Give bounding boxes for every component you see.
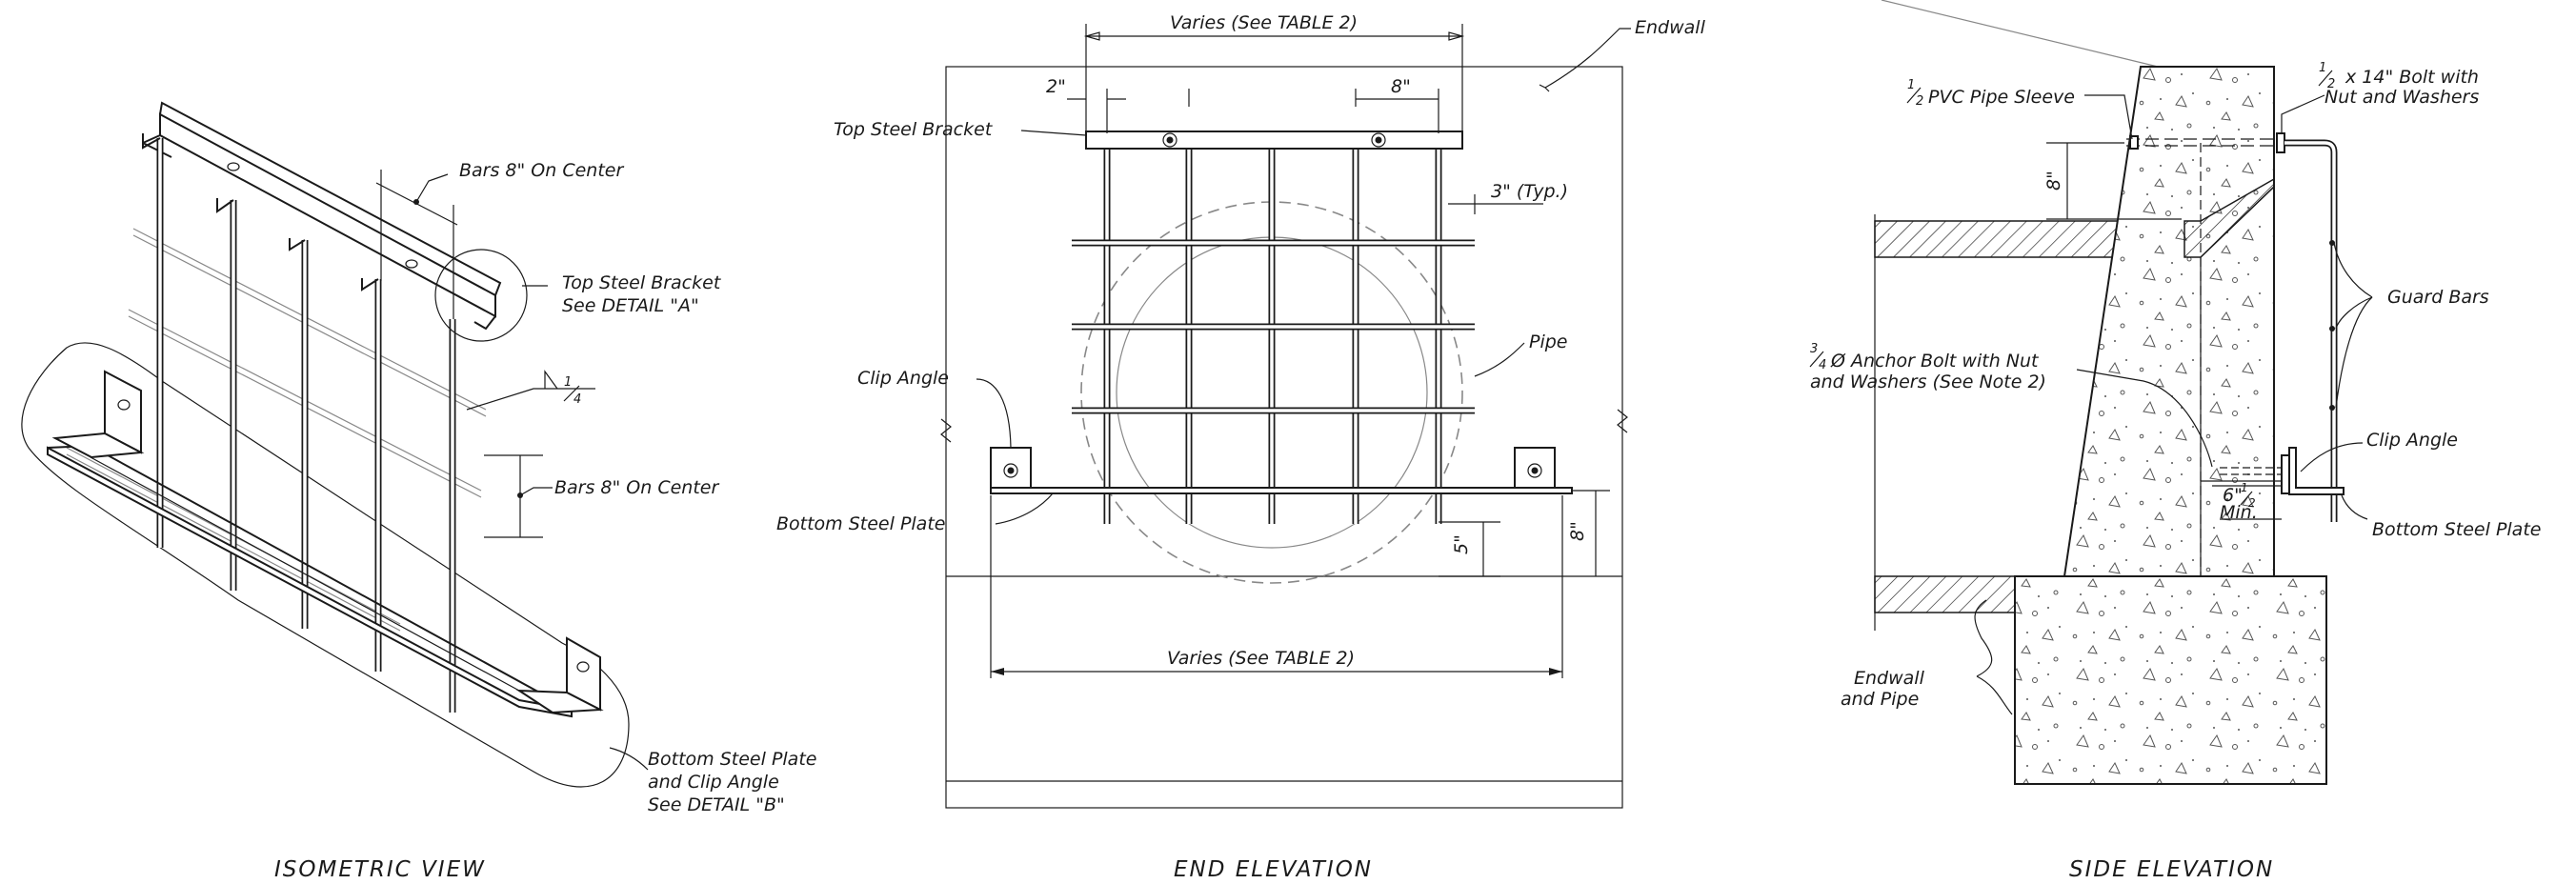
end-bottom-plate bbox=[990, 487, 1573, 494]
label-end-top-bracket: Top Steel Bracket bbox=[834, 119, 994, 140]
label-half-den-1: 2 bbox=[1916, 94, 1923, 109]
label-guard-bars: Guard Bars bbox=[2387, 287, 2489, 308]
end-elevation-title: END ELEVATION bbox=[1174, 857, 1373, 882]
isometric-view-title: ISOMETRIC VIEW bbox=[274, 857, 486, 882]
label-half-num-3: 1 bbox=[2241, 481, 2248, 494]
dim-2-and-8 bbox=[1067, 89, 1439, 133]
label-end-clip-angle: Clip Angle bbox=[857, 368, 949, 389]
label-bottom-1: Bottom Steel Plate bbox=[648, 749, 816, 770]
dim-8-vertical bbox=[1572, 490, 1610, 576]
label-bolt-1: x 14" Bolt with bbox=[2345, 67, 2479, 88]
dim-3-typ bbox=[1448, 194, 1543, 214]
end-guard-verticals bbox=[1103, 143, 1442, 524]
bottom-steel-plate bbox=[47, 370, 604, 718]
dim-varies-top bbox=[1083, 24, 1465, 133]
label-top-bracket-2: See DETAIL "A" bbox=[562, 295, 699, 316]
top-steel-bracket bbox=[142, 101, 502, 331]
label-side-bottom-plate: Bottom Steel Plate bbox=[2372, 519, 2541, 540]
label-dim-8: 8" bbox=[1391, 76, 1411, 97]
side-dim-8 bbox=[2046, 142, 2182, 220]
side-headwall bbox=[2063, 66, 2275, 577]
label-dim-8-vertical: 8" bbox=[1567, 521, 1588, 541]
label-pipe: Pipe bbox=[1529, 332, 1568, 352]
label-anchor-2: and Washers (See Note 2) bbox=[1810, 372, 2046, 392]
label-half-num-2: 1 bbox=[2319, 61, 2326, 75]
label-side-dim-6: 6" bbox=[2223, 485, 2243, 506]
label-weld-num: 1 bbox=[564, 375, 572, 390]
end-top-bracket bbox=[1085, 131, 1463, 150]
label-side-clip-angle: Clip Angle bbox=[2366, 430, 2458, 451]
end-guard-horizontals bbox=[1072, 239, 1475, 414]
label-side-min: Min. bbox=[2220, 502, 2258, 523]
detail-b-leader bbox=[609, 747, 649, 771]
label-bottom-2: and Clip Angle bbox=[648, 772, 779, 793]
label-side-dim-8: 8" bbox=[2043, 171, 2064, 191]
dim-5 bbox=[1439, 521, 1500, 577]
label-3q-den: 4 bbox=[1819, 358, 1826, 372]
label-pvc-sleeve: PVC Pipe Sleeve bbox=[1928, 87, 2075, 108]
detail-a-callout-circle bbox=[434, 249, 528, 342]
bars-spacing-upper-dim bbox=[375, 170, 458, 319]
weld-symbol bbox=[466, 370, 595, 411]
label-bottom-3: See DETAIL "B" bbox=[648, 794, 785, 815]
label-bars-lower: Bars 8" On Center bbox=[554, 477, 719, 498]
label-endwall-2: and Pipe bbox=[1841, 689, 1919, 710]
end-elevation-view: Varies (See TABLE 2) Endwall 2" 8" Top S… bbox=[776, 12, 1706, 882]
label-varies-top: Varies (See TABLE 2) bbox=[1170, 12, 1358, 33]
label-end-bottom-plate: Bottom Steel Plate bbox=[776, 513, 945, 534]
label-endwall: Endwall bbox=[1635, 17, 1706, 38]
endwall-outline bbox=[945, 66, 1623, 809]
label-dim-2: 2" bbox=[1046, 76, 1066, 97]
label-dim-5: 5" bbox=[1451, 534, 1472, 554]
side-footing bbox=[2014, 575, 2327, 785]
label-half-den-3: 2 bbox=[2248, 496, 2256, 510]
label-varies-bottom: Varies (See TABLE 2) bbox=[1167, 648, 1355, 669]
label-weld-den: 4 bbox=[574, 392, 581, 407]
label-half-den-2: 2 bbox=[2327, 77, 2335, 91]
label-bolt-2: Nut and Washers bbox=[2324, 87, 2479, 108]
side-elevation-view: 1 2 PVC Pipe Sleeve 1 2 x 14" Bolt with … bbox=[1809, 0, 2541, 882]
vertical-guard-bars bbox=[142, 133, 456, 713]
label-half-num-1: 1 bbox=[1907, 78, 1915, 92]
label-endwall-1: Endwall bbox=[1854, 668, 1925, 689]
isometric-view: Bars 8" On Center Top Steel Bracket See … bbox=[21, 101, 816, 882]
side-dim-6-half bbox=[2201, 480, 2282, 520]
bars-spacing-lower-dim bbox=[484, 454, 553, 538]
side-clip-angle bbox=[2288, 447, 2345, 495]
label-anchor-1: Ø Anchor Bolt with Nut bbox=[1830, 351, 2040, 372]
side-elevation-title: SIDE ELEVATION bbox=[2069, 857, 2274, 882]
label-bars-upper: Bars 8" On Center bbox=[459, 160, 624, 181]
dim-varies-bottom bbox=[990, 495, 1563, 678]
label-dim-3-typ: 3" (Typ.) bbox=[1491, 181, 1568, 202]
label-3q-num: 3 bbox=[1810, 342, 1818, 356]
label-top-bracket-1: Top Steel Bracket bbox=[562, 272, 722, 293]
